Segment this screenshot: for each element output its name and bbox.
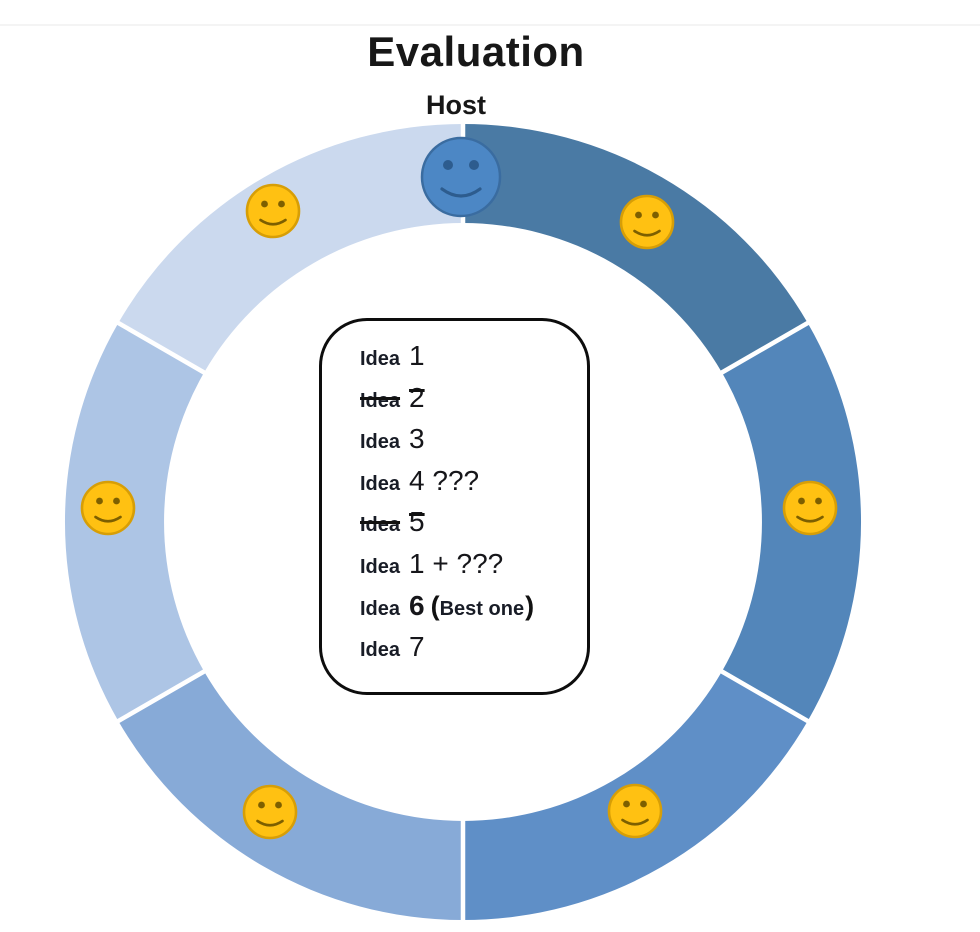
page-title: Evaluation: [367, 28, 585, 75]
host-smiley-icon: [420, 136, 502, 218]
smiley-mouth: [256, 819, 284, 827]
smiley-face-circle: [607, 783, 663, 839]
idea-value: 5: [409, 506, 425, 538]
smiley-icon: [242, 784, 298, 840]
smiley-mouth: [796, 515, 824, 523]
smiley-eye: [113, 497, 120, 505]
ideas-panel: Idea 1 Idea 2 Idea 3 Idea 4 ??? Idea 5 Idea 1 …: [319, 318, 590, 695]
idea-label: Idea: [360, 348, 401, 370]
smiley-icon: [245, 183, 301, 239]
idea-label: Idea: [360, 514, 401, 537]
smiley-eye: [258, 801, 265, 809]
ring-segment-top-right: [463, 124, 808, 373]
idea-label: Idea: [360, 639, 401, 662]
participant-smileys: [80, 183, 838, 840]
idea-row: Idea 6(Best one): [360, 585, 587, 627]
host-face-circle: [420, 136, 502, 218]
host-eye-right: [469, 160, 479, 170]
smiley-mouth: [259, 218, 287, 226]
smiley-eye: [278, 200, 285, 208]
idea-value: 7: [409, 631, 425, 663]
idea-label: Idea: [360, 555, 401, 578]
idea-label: Idea: [360, 472, 401, 495]
idea-label: Idea: [360, 597, 401, 620]
smiley-mouth: [633, 229, 661, 237]
smiley-eye: [635, 211, 642, 219]
idea-row: Idea 4 ???: [360, 460, 587, 502]
idea-label: Idea: [360, 431, 401, 454]
smiley-face-circle: [242, 784, 298, 840]
host-smile: [440, 187, 482, 198]
slide-edge-divider: [0, 24, 980, 26]
smiley-eye: [798, 497, 805, 505]
smiley-eye: [652, 211, 659, 219]
segment-divider: [110, 665, 214, 727]
ring-segment-left: [64, 323, 205, 721]
idea-row: Idea 7: [360, 626, 587, 668]
paren-close: ): [525, 590, 535, 621]
segment-divider: [110, 317, 214, 379]
smiley-icon: [80, 480, 136, 536]
idea-row: Idea 1: [360, 335, 587, 377]
smiley-eye: [261, 200, 268, 208]
segment-divider: [712, 317, 816, 379]
smiley-mouth: [621, 818, 649, 826]
smiley-face-circle: [245, 183, 301, 239]
idea-value: 6: [409, 589, 425, 621]
smiley-eye: [96, 497, 103, 505]
smiley-face-circle: [782, 480, 838, 536]
host-label: Host: [426, 90, 486, 120]
host-eye-left: [443, 160, 453, 170]
idea-value: 1: [409, 340, 425, 371]
idea-value: 1 + ???: [409, 547, 504, 579]
smiley-mouth: [94, 515, 122, 523]
smiley-icon: [782, 480, 838, 536]
smiley-face-circle: [619, 194, 675, 250]
smiley-eye: [275, 801, 282, 809]
idea-row: Idea 3: [360, 418, 587, 460]
idea-value: 2: [409, 381, 425, 413]
segment-dividers: [110, 116, 816, 928]
idea-annotation: Best one: [439, 597, 525, 620]
smiley-eye: [815, 497, 822, 505]
idea-value: 3: [409, 423, 425, 455]
smiley-icon: [619, 194, 675, 250]
smiley-icon: [607, 783, 663, 839]
smiley-face-circle: [80, 480, 136, 536]
idea-row: Idea 5: [360, 501, 587, 543]
idea-row: Idea 1 + ???: [360, 543, 587, 585]
idea-row: Idea 2: [360, 377, 587, 419]
idea-value: 4 ???: [409, 464, 480, 496]
paren-open: (: [430, 590, 440, 621]
smiley-eye: [623, 800, 630, 808]
ring-segment-top-left: [118, 124, 464, 373]
idea-label: Idea: [360, 389, 401, 412]
segment-divider: [712, 665, 816, 727]
smiley-eye: [640, 800, 647, 808]
